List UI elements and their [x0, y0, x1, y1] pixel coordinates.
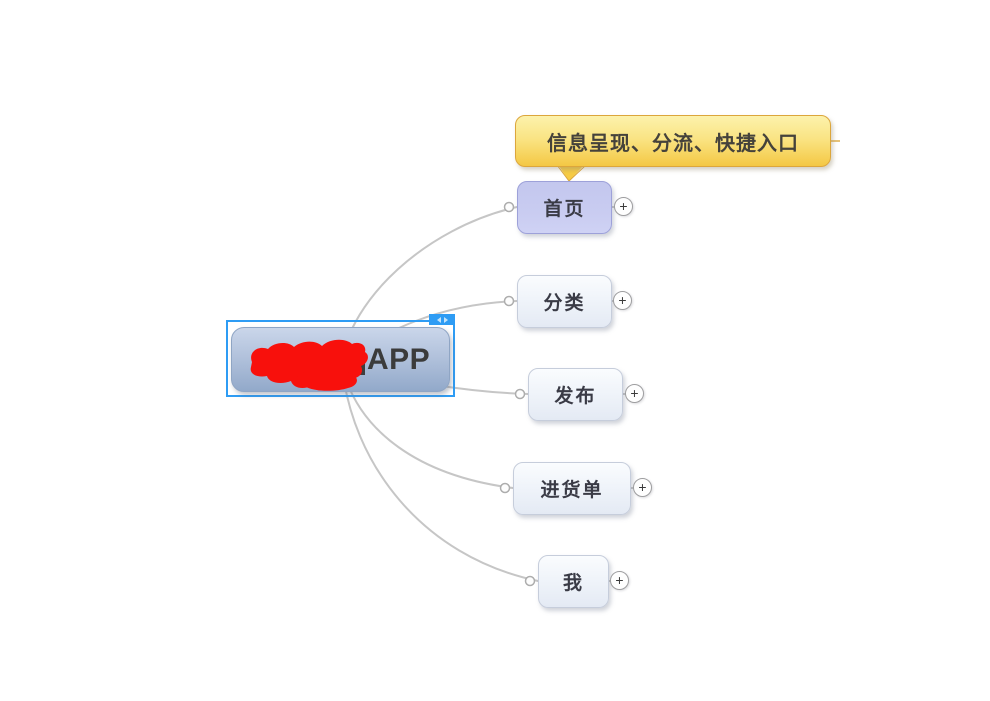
callout-text: 信息呈现、分流、快捷入口: [547, 132, 799, 155]
left-arrow-icon: [436, 316, 441, 323]
branch-label: 发布: [554, 386, 597, 407]
connector-curve-me: [341, 365, 539, 582]
connector-dot: [514, 388, 526, 400]
branch-label: 首页: [543, 199, 586, 220]
connector-dot: [499, 482, 511, 494]
expand-button-home[interactable]: +: [614, 197, 633, 216]
expand-button-category[interactable]: +: [613, 291, 632, 310]
plus-icon: +: [638, 479, 647, 495]
connector-dot: [503, 295, 515, 307]
plus-icon: +: [618, 292, 627, 308]
branch-label: 我: [562, 573, 584, 594]
central-topic-node[interactable]: APP: [231, 327, 450, 392]
branch-node-cart[interactable]: 进货单: [513, 462, 631, 515]
expand-button-me[interactable]: +: [610, 571, 629, 590]
expand-button-publish[interactable]: +: [625, 384, 644, 403]
branch-node-category[interactable]: 分类: [517, 275, 612, 328]
branch-label: 进货单: [540, 480, 604, 501]
plus-icon: +: [619, 198, 628, 214]
connector-dot: [503, 201, 515, 213]
plus-icon: +: [615, 572, 624, 588]
branch-label: 分类: [543, 293, 586, 314]
connector-dot: [524, 575, 536, 587]
collapse-handle[interactable]: [429, 314, 455, 325]
branch-node-me[interactable]: 我: [538, 555, 609, 608]
callout-note[interactable]: 信息呈现、分流、快捷入口: [515, 115, 831, 167]
expand-button-cart[interactable]: +: [633, 478, 652, 497]
central-topic-label: APP: [367, 343, 431, 376]
branch-node-home[interactable]: 首页: [517, 181, 612, 234]
plus-icon: +: [630, 385, 639, 401]
right-arrow-icon: [443, 316, 448, 323]
branch-node-publish[interactable]: 发布: [528, 368, 623, 421]
